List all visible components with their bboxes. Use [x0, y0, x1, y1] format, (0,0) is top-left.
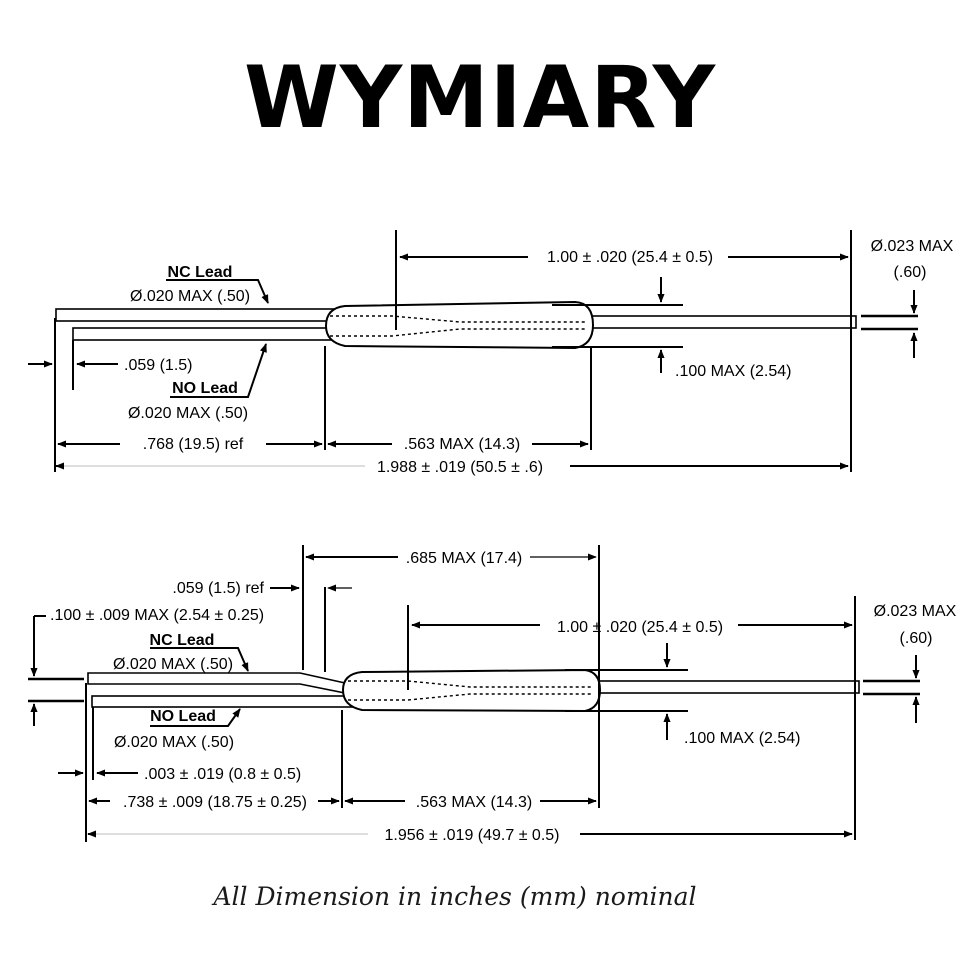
bottom-lead-spacing-label: .100 ± .009 MAX (2.54 ± 0.25) — [50, 607, 264, 624]
top-lead-length-label: .768 (19.5) ref — [143, 436, 244, 453]
top-no-leader — [170, 343, 267, 398]
bottom-pitch-label: 1.00 ± .020 (25.4 ± 0.5) — [557, 619, 723, 636]
bottom-body-height-label: .100 MAX (2.54) — [684, 730, 801, 747]
top-nc-lead-wire — [55, 308, 337, 322]
bottom-no-leader — [150, 708, 241, 727]
bottom-no-lead-dia: Ø.020 MAX (.50) — [114, 734, 234, 751]
top-nc-leader — [166, 279, 269, 304]
bottom-nc-leader — [150, 647, 249, 672]
bottom-lead-length-label: .738 ± .009 (18.75 ± 0.25) — [123, 794, 307, 811]
top-nc-lead-dia: Ø.020 MAX (.50) — [130, 288, 250, 305]
top-lead-dia-label: Ø.023 MAX — [871, 238, 954, 255]
top-no-lead-dia: Ø.020 MAX (.50) — [128, 405, 248, 422]
top-diagram: 1.00 ± .020 (25.4 ± 0.5) .100 MAX (2.54)… — [28, 230, 954, 476]
bottom-nc-lead-title: NC Lead — [150, 632, 215, 649]
page-title: WYMIARY — [243, 48, 717, 148]
bottom-lead-dia-label: Ø.023 MAX — [874, 603, 957, 620]
bottom-no-lead-wire — [91, 695, 355, 708]
top-no-lead-wire — [72, 327, 336, 341]
bottom-body-length-label: .563 MAX (14.3) — [416, 794, 533, 811]
bottom-nc-lead-wire — [87, 672, 346, 694]
bottom-glass-body — [341, 668, 602, 713]
bottom-nc-lead-dia: Ø.020 MAX (.50) — [113, 656, 233, 673]
top-body-height-label: .100 MAX (2.54) — [675, 363, 792, 380]
bottom-bend-length-label: .685 MAX (17.4) — [406, 550, 523, 567]
bottom-lead-dia-mm: (.60) — [900, 630, 933, 647]
bottom-reed-lower — [348, 693, 592, 701]
bottom-no-lead-title: NO Lead — [150, 708, 216, 725]
bottom-reed-upper — [348, 680, 592, 688]
top-pitch-label: 1.00 ± .020 (25.4 ± 0.5) — [547, 249, 713, 266]
top-no-lead-title: NO Lead — [172, 380, 238, 397]
top-glass-body — [324, 300, 595, 350]
top-nc-lead-title: NC Lead — [168, 264, 233, 281]
bottom-bend-offset-label: .059 (1.5) ref — [172, 580, 264, 597]
top-reed-upper — [330, 315, 585, 323]
top-right-lead-wire — [587, 315, 857, 329]
units-footnote: All Dimension in inches (mm) nominal — [213, 882, 697, 911]
bottom-right-lead-wire — [596, 680, 860, 694]
bottom-diagram: .685 MAX (17.4) .059 (1.5) ref .100 ± .0… — [28, 545, 957, 844]
top-body-length-label: .563 MAX (14.3) — [404, 436, 521, 453]
bottom-overall-label: 1.956 ± .019 (49.7 ± 0.5) — [384, 827, 559, 844]
bottom-offset-label: .003 ± .019 (0.8 ± 0.5) — [144, 766, 301, 783]
top-lead-dia-mm: (.60) — [894, 264, 927, 281]
top-reed-lower — [330, 328, 585, 337]
top-offset-label: .059 (1.5) — [124, 357, 192, 374]
top-overall-label: 1.988 ± .019 (50.5 ± .6) — [377, 459, 543, 476]
